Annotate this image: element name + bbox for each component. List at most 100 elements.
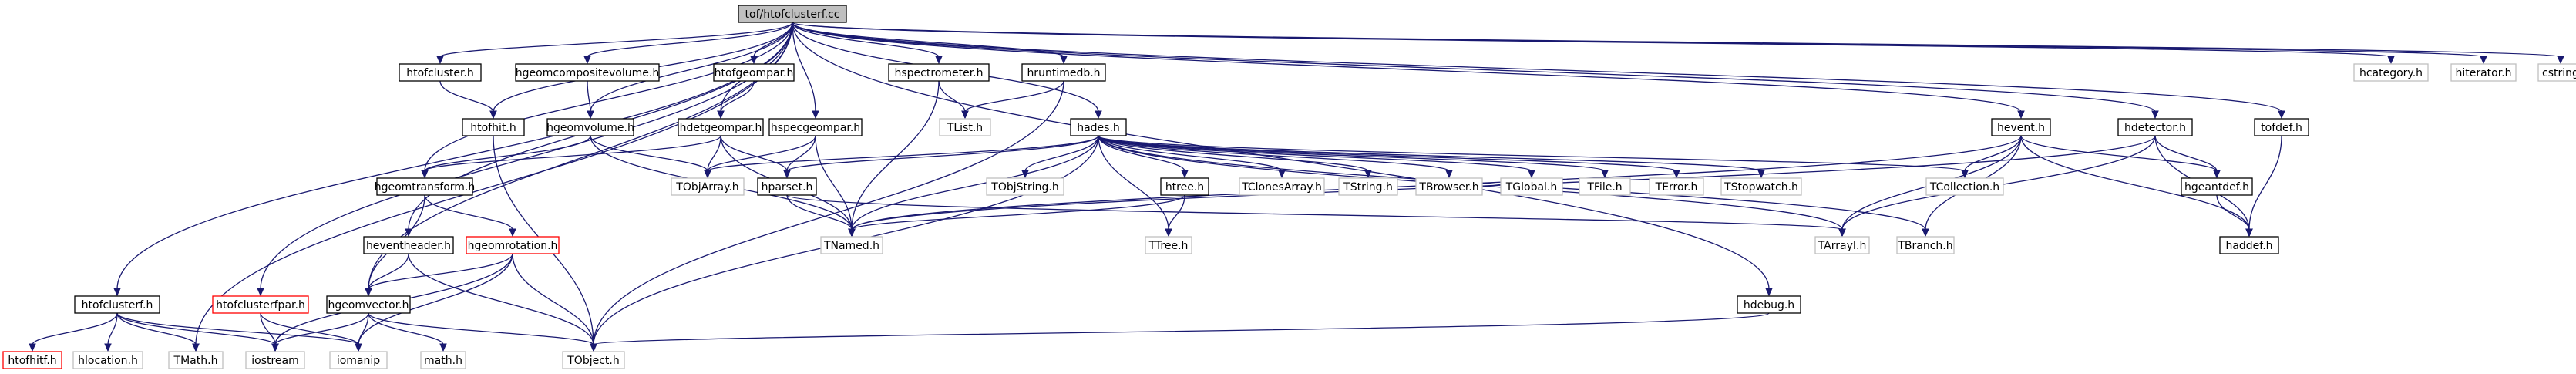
node-tglobal[interactable]: TGlobal.h	[1500, 177, 1563, 196]
node-box[interactable]	[562, 351, 625, 369]
node-box[interactable]	[1579, 177, 1631, 196]
node-tcollection[interactable]: TCollection.h	[1925, 177, 2004, 196]
node-box[interactable]	[888, 63, 990, 82]
node-box[interactable]	[1338, 177, 1398, 196]
node-box[interactable]	[1415, 177, 1483, 196]
node-tbrowser[interactable]: TBrowser.h	[1415, 177, 1483, 196]
node-tobjstring[interactable]: TObjString.h	[986, 177, 1064, 196]
node-hlocation[interactable]: hlocation.h	[72, 351, 143, 369]
node-box[interactable]	[1649, 177, 1704, 196]
node-hgeantdef[interactable]: hgeantdef.h	[2181, 177, 2253, 196]
node-htofhit[interactable]: htofhit.h	[462, 118, 525, 136]
node-tstring[interactable]: TString.h	[1338, 177, 1398, 196]
node-box[interactable]	[2219, 236, 2279, 254]
node-box[interactable]	[939, 118, 991, 136]
node-mathh[interactable]: math.h	[420, 351, 466, 369]
node-tobject[interactable]: TObject.h	[562, 351, 625, 369]
node-hiterator[interactable]: hiterator.h	[2450, 63, 2517, 82]
node-hdebug[interactable]: hdebug.h	[1737, 295, 1801, 314]
node-hspecgeompar[interactable]: hspecgeompar.h	[768, 118, 863, 136]
node-hades[interactable]: hades.h	[1070, 118, 1127, 136]
node-hdetector[interactable]: hdetector.h	[2117, 118, 2193, 136]
node-hgeomvolume[interactable]: hgeomvolume.h	[546, 118, 634, 136]
node-root[interactable]: tof/htofclusterf.cc	[738, 5, 847, 23]
node-hparset[interactable]: hparset.h	[757, 177, 817, 196]
node-box[interactable]	[363, 236, 454, 254]
node-box[interactable]	[1070, 118, 1127, 136]
node-htofclusterf[interactable]: htofclusterf.h	[74, 295, 160, 314]
node-box[interactable]	[1991, 118, 2051, 136]
node-hcategory[interactable]: hcategory.h	[2353, 63, 2429, 82]
node-box[interactable]	[768, 118, 863, 136]
node-box[interactable]	[1896, 236, 1955, 254]
node-box[interactable]	[678, 118, 764, 136]
node-box[interactable]	[1500, 177, 1563, 196]
node-iostream[interactable]: iostream	[245, 351, 305, 369]
node-heventheader[interactable]: heventheader.h	[363, 236, 454, 254]
node-hruntimedb[interactable]: hruntimedb.h	[1021, 63, 1106, 82]
node-box[interactable]	[820, 236, 883, 254]
node-box[interactable]	[462, 118, 525, 136]
node-box[interactable]	[2450, 63, 2517, 82]
node-box[interactable]	[420, 351, 466, 369]
node-htofdef[interactable]: tofdef.h	[2254, 118, 2309, 136]
node-haddef[interactable]: haddef.h	[2219, 236, 2279, 254]
node-box[interactable]	[72, 351, 143, 369]
node-box[interactable]	[212, 295, 309, 314]
node-hgeomrotation[interactable]: hgeomrotation.h	[466, 236, 560, 254]
node-tbranch[interactable]: TBranch.h	[1896, 236, 1955, 254]
node-htofhitf[interactable]: htofhitf.h	[2, 351, 62, 369]
node-box[interactable]	[399, 63, 482, 82]
node-tnamed[interactable]: TNamed.h	[820, 236, 883, 254]
node-hgeomtransform[interactable]: hgeomtransform.h	[375, 177, 476, 196]
node-box[interactable]	[168, 351, 224, 369]
node-tstopwatch[interactable]: TStopwatch.h	[1720, 177, 1802, 196]
node-box[interactable]	[757, 177, 817, 196]
node-htofgeompar[interactable]: htofgeompar.h	[713, 63, 795, 82]
node-iomanip[interactable]: iomanip	[329, 351, 388, 369]
node-box[interactable]	[2, 351, 62, 369]
node-hgeomvector[interactable]: hgeomvector.h	[326, 295, 411, 314]
node-box[interactable]	[1239, 177, 1325, 196]
node-box[interactable]	[1160, 177, 1209, 196]
node-box[interactable]	[713, 63, 795, 82]
node-terror[interactable]: TError.h	[1649, 177, 1704, 196]
node-box[interactable]	[1720, 177, 1802, 196]
node-box[interactable]	[74, 295, 160, 314]
node-tmath[interactable]: TMath.h	[168, 351, 224, 369]
node-box[interactable]	[1925, 177, 2004, 196]
node-hgeomcompositevolume[interactable]: hgeomcompositevolume.h	[515, 63, 660, 82]
node-box[interactable]	[2254, 118, 2309, 136]
node-box[interactable]	[329, 351, 388, 369]
node-box[interactable]	[1814, 236, 1870, 254]
node-box[interactable]	[2353, 63, 2429, 82]
node-box[interactable]	[466, 236, 560, 254]
node-box[interactable]	[738, 5, 847, 23]
node-tfile[interactable]: TFile.h	[1579, 177, 1631, 196]
node-htree[interactable]: htree.h	[1160, 177, 1209, 196]
node-box[interactable]	[326, 295, 411, 314]
node-box[interactable]	[1021, 63, 1106, 82]
node-box[interactable]	[515, 63, 660, 82]
node-hdetgeompar[interactable]: hdetgeompar.h	[678, 118, 764, 136]
node-box[interactable]	[546, 118, 634, 136]
node-htofcluster[interactable]: htofcluster.h	[399, 63, 482, 82]
node-tarrayi[interactable]: TArrayI.h	[1814, 236, 1870, 254]
node-box[interactable]	[2117, 118, 2193, 136]
node-box[interactable]	[671, 177, 745, 196]
node-box[interactable]	[245, 351, 305, 369]
node-cstring[interactable]: cstring	[2537, 63, 2576, 82]
node-tclonesarray[interactable]: TClonesArray.h	[1239, 177, 1325, 196]
node-box[interactable]	[1145, 236, 1192, 254]
node-box[interactable]	[2537, 63, 2576, 82]
node-tlist[interactable]: TList.h	[939, 118, 991, 136]
node-htofclusterfpar[interactable]: htofclusterfpar.h	[212, 295, 309, 314]
node-tobjarray[interactable]: TObjArray.h	[671, 177, 745, 196]
node-box[interactable]	[376, 177, 473, 196]
node-box[interactable]	[1737, 295, 1801, 314]
node-ttree[interactable]: TTree.h	[1145, 236, 1192, 254]
node-box[interactable]	[2181, 177, 2253, 196]
node-hspectrometer[interactable]: hspectrometer.h	[888, 63, 990, 82]
node-hevent[interactable]: hevent.h	[1991, 118, 2051, 136]
node-box[interactable]	[986, 177, 1064, 196]
